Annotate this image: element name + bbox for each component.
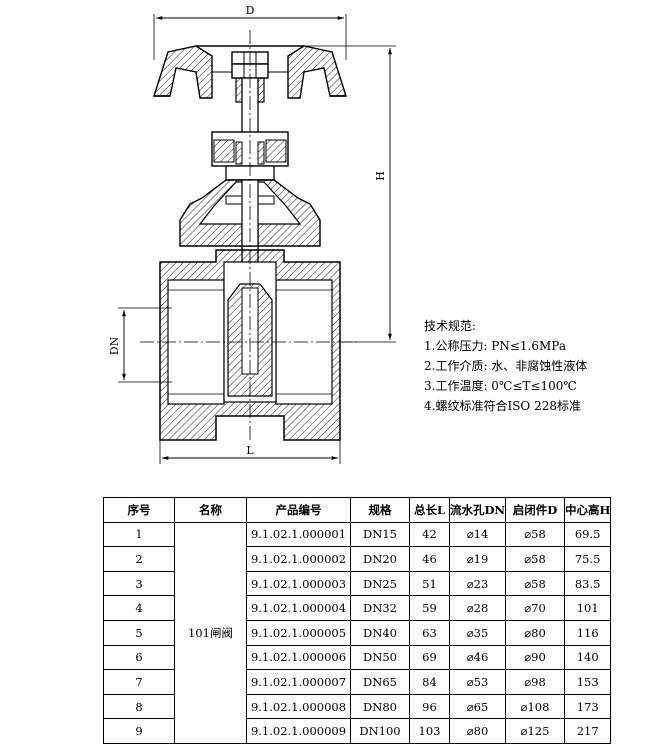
cell-code: 9.1.02.1.000008: [246, 693, 351, 720]
header-code: 产品编号: [246, 497, 351, 523]
cell-wheel: ⌀70: [504, 595, 565, 621]
cell-wheel: ⌀80: [504, 619, 565, 646]
tech-line: 3.工作温度: 0℃≤T≤100℃: [424, 379, 577, 393]
cell-spec: DN40: [350, 619, 410, 646]
cell-wheel: ⌀58: [504, 570, 565, 597]
cell-length: 84: [409, 669, 450, 695]
cell-code: 9.1.02.1.000006: [246, 644, 351, 671]
handwheel: [153, 45, 347, 103]
cell-length: 69: [409, 644, 450, 671]
cell-bore: ⌀28: [449, 595, 506, 621]
header-spec: 规格: [350, 497, 410, 523]
cell-code: 9.1.02.1.000007: [246, 669, 351, 695]
cell-code: 9.1.02.1.000003: [246, 570, 351, 597]
dimension-l: L: [159, 440, 341, 464]
cell-length: 63: [409, 619, 450, 646]
header-no: 序号: [103, 497, 175, 523]
header-name: 名称: [174, 497, 247, 523]
cell-no: 3: [103, 570, 175, 597]
table-row: 6 9.1.02.1.000006 DN50 69 ⌀46 ⌀90 140: [103, 644, 612, 671]
cell-no: 9: [103, 718, 175, 744]
cell-bore: ⌀23: [449, 570, 506, 597]
cell-no: 7: [103, 669, 175, 695]
cell-length: 59: [409, 595, 450, 621]
cell-wheel: ⌀98: [504, 669, 565, 695]
dim-d-label: D: [246, 4, 255, 17]
cell-height: 217: [563, 718, 612, 744]
cell-height: 101: [563, 595, 612, 621]
dimension-h: H: [300, 45, 396, 343]
table-header-row: 序号 名称 产品编号 规格 总长L 流水孔DN 启闭件D 中心高H: [103, 497, 612, 523]
cell-height: 173: [563, 693, 612, 720]
cell-no: 5: [103, 619, 175, 646]
cell-wheel: ⌀90: [504, 644, 565, 671]
cell-no: 2: [103, 546, 175, 572]
cell-height: 116: [563, 619, 612, 646]
dim-dn-label: DN: [108, 336, 121, 355]
cell-spec: DN25: [350, 570, 410, 597]
cell-no: 8: [103, 693, 175, 720]
dim-h-label: H: [374, 171, 387, 181]
cell-spec: DN65: [350, 669, 410, 695]
cell-height: 153: [563, 669, 612, 695]
tech-line: 1.公称压力: PN≤1.6MPa: [424, 339, 566, 353]
cell-wheel: ⌀108: [504, 693, 565, 720]
dimension-dn: DN: [108, 307, 172, 383]
center-lines: [140, 30, 360, 440]
table-row: 9 9.1.02.1.000009 DN100 103 ⌀80 ⌀125 217: [103, 718, 612, 744]
tech-line: 2.工作介质: 水、非腐蚀性液体: [424, 359, 588, 373]
cell-code: 9.1.02.1.000009: [246, 718, 351, 744]
table-row: 3 9.1.02.1.000003 DN25 51 ⌀23 ⌀58 83.5: [103, 570, 612, 597]
cell-length: 46: [409, 546, 450, 572]
cell-code: 9.1.02.1.000005: [246, 619, 351, 646]
cell-wheel: ⌀125: [504, 718, 565, 744]
cell-length: 103: [409, 718, 450, 744]
table-row: 1 101闸阀 9.1.02.1.000001 DN15 42 ⌀14 ⌀58 …: [103, 521, 612, 744]
tech-title: 技术规范:: [424, 319, 477, 333]
cell-length: 42: [409, 521, 450, 548]
header-bore: 流水孔DN: [449, 497, 506, 523]
cell-no: 4: [103, 595, 175, 621]
technical-specs: 技术规范: 1.公称压力: PN≤1.6MPa 2.工作介质: 水、非腐蚀性液体…: [424, 316, 587, 416]
cell-spec: DN15: [350, 521, 410, 548]
cell-bore: ⌀65: [449, 693, 506, 720]
cell-code: 9.1.02.1.000004: [246, 595, 351, 621]
header-wheel: 启闭件D: [504, 497, 565, 523]
cell-height: 75.5: [563, 546, 612, 572]
cell-height: 83.5: [563, 570, 612, 597]
cell-height: 69.5: [563, 521, 612, 548]
cell-spec: DN32: [350, 595, 410, 621]
table-row: 2 9.1.02.1.000002 DN20 46 ⌀19 ⌀58 75.5: [103, 546, 612, 572]
cell-no: 6: [103, 644, 175, 671]
header-height: 中心高H: [563, 497, 612, 523]
header-length: 总长L: [409, 497, 450, 523]
cell-spec: DN80: [350, 693, 410, 720]
tech-line: 4.螺纹标准符合ISO 228标准: [424, 399, 581, 413]
cell-length: 96: [409, 693, 450, 720]
table-row: 7 9.1.02.1.000007 DN65 84 ⌀53 ⌀98 153: [103, 669, 612, 695]
cell-bore: ⌀35: [449, 619, 506, 646]
cell-length: 51: [409, 570, 450, 597]
cell-height: 140: [563, 644, 612, 671]
cell-spec: DN50: [350, 644, 410, 671]
cell-spec: DN20: [350, 546, 410, 572]
dim-l-label: L: [246, 444, 254, 457]
spec-table: 序号 名称 产品编号 规格 总长L 流水孔DN 启闭件D 中心高H 1 101闸…: [103, 497, 612, 744]
cell-bore: ⌀14: [449, 521, 506, 548]
cell-code: 9.1.02.1.000001: [246, 521, 351, 548]
cell-bore: ⌀19: [449, 546, 506, 572]
cell-code: 9.1.02.1.000002: [246, 546, 351, 572]
dimension-d: D: [153, 4, 347, 60]
cell-wheel: ⌀58: [504, 546, 565, 572]
cell-bore: ⌀80: [449, 718, 506, 744]
cell-no: 1: [103, 521, 175, 548]
valve-drawing: D H DN L: [108, 4, 396, 464]
cell-bore: ⌀53: [449, 669, 506, 695]
cell-wheel: ⌀58: [504, 521, 565, 548]
cell-name: 101闸阀: [174, 521, 247, 744]
cell-spec: DN100: [350, 718, 410, 744]
cell-bore: ⌀46: [449, 644, 506, 671]
